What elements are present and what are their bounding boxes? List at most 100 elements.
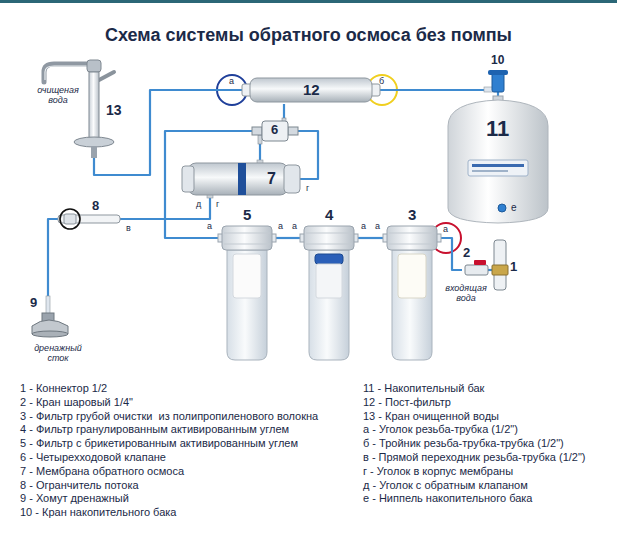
water-tube <box>48 219 58 296</box>
legend-entry: 1 - Коннектор 1/2 <box>20 382 107 395</box>
filter-housing-drawing-part <box>316 264 342 298</box>
flow-note: очищеная вода <box>32 86 84 106</box>
filter-housing-drawing-part <box>304 226 354 250</box>
fitting-letter: а <box>375 222 380 232</box>
storage-tank-drawing-part <box>472 164 524 167</box>
legend-text: г - Уголок в корпус мембраны <box>363 465 513 477</box>
water-tube <box>488 269 492 271</box>
legend-entry: 4 - Фильтр гранулированным активированны… <box>20 423 289 436</box>
fitting-letter: д <box>196 200 201 210</box>
legend-entry: 13 - Кран очищенной воды <box>363 410 499 423</box>
fitting-letter: а <box>278 222 283 232</box>
filter-housing-drawing-part <box>227 250 267 360</box>
legend-entry: 9 - Хомут дренажный <box>20 492 129 505</box>
water-tube <box>94 90 242 175</box>
faucet-drawing-part <box>87 60 101 72</box>
callout-number: 3 <box>408 206 416 223</box>
legend-text: 1 - Коннектор 1/2 <box>20 382 107 394</box>
fitting-letter: б <box>379 77 384 87</box>
callout-number: 2 <box>463 246 470 261</box>
filter-housing-drawing <box>383 206 441 362</box>
legend-text: 10 - Кран накопительного бака <box>20 506 176 518</box>
flow-restrictor-drawing-part <box>58 215 120 223</box>
water-tube <box>358 237 383 239</box>
filter-housing: 3 <box>383 206 441 362</box>
tank-valve-drawing-part <box>492 73 504 92</box>
callout-number: 4 <box>325 206 333 223</box>
ro-membrane-drawing-part <box>284 165 300 193</box>
water-tube <box>497 92 499 96</box>
filter-housing: 5 <box>218 206 276 362</box>
filter-housing-drawing <box>218 206 276 362</box>
tank-valve-drawing-part <box>488 70 508 75</box>
legend-entry: 3 - Фильтр грубой очистки из полипропиле… <box>20 410 318 423</box>
ro-membrane: 7 <box>182 160 300 198</box>
fitting-letter: в <box>126 224 131 234</box>
legend-text: 5 - Фильтр с брикетированным активирован… <box>20 437 298 449</box>
storage-tank-drawing-part <box>448 100 548 223</box>
legend-entry: 2 - Кран шаровый 1/4" <box>20 396 133 409</box>
diagram-title: Схема системы обратного осмоса без помпы <box>0 25 617 47</box>
four-way-valve-drawing-part <box>288 127 298 135</box>
filter-housing-drawing-part <box>309 250 349 360</box>
filter-housing-drawing-part <box>224 244 270 245</box>
top-bar <box>0 0 617 3</box>
legend-entry: б - Тройник резьба-трубка-трубка (1/2") <box>363 437 564 450</box>
faucet-drawing-part <box>45 66 92 80</box>
storage-tank-drawing <box>438 96 558 226</box>
water-tube <box>120 198 210 219</box>
inlet-connector-drawing <box>492 236 522 294</box>
legend-entry: 12 - Пост-фильтр <box>363 396 451 409</box>
legend-text: 3 - Фильтр грубой очистки из полипропиле… <box>20 410 318 422</box>
four-way-valve: 6 <box>252 118 298 144</box>
legend-entry: 6 - Четырехходовой клапане <box>20 451 166 464</box>
filter-housing-drawing-part <box>398 254 426 298</box>
callout-number: 7 <box>267 170 276 188</box>
filter-housing: 4 <box>300 206 358 362</box>
storage-tank: 11 <box>438 96 558 226</box>
callout-number: 13 <box>106 102 122 118</box>
drain-clamp-drawing-part <box>32 331 68 337</box>
water-tube <box>380 89 484 91</box>
legend-entry: а - Уголок резьба-трубка (1/2") <box>363 423 518 436</box>
fitting-letter: а <box>207 222 212 232</box>
legend-text: 6 - Четырехходовой клапане <box>20 451 166 463</box>
storage-tank-drawing-part <box>472 170 508 172</box>
ro-membrane-drawing-part <box>188 163 288 195</box>
storage-tank-drawing-part <box>468 160 528 176</box>
ro-membrane-drawing-part <box>182 166 194 192</box>
flow-note: входящая вода <box>441 284 491 304</box>
post-filter: 12 <box>242 76 380 104</box>
faucet-drawing-part <box>74 137 114 147</box>
filter-housing-drawing-part <box>315 254 343 264</box>
fitting-letter: г <box>306 184 309 194</box>
filter-housing-drawing-part <box>392 250 432 360</box>
flow-restrictor: 8 <box>58 200 120 228</box>
legend-text: д - Уголок с обратным клапаном <box>363 479 528 491</box>
filter-housing-drawing-part <box>389 233 435 234</box>
filter-housing-drawing <box>300 206 358 362</box>
flow-restrictor-drawing-part <box>64 214 76 224</box>
filter-housing-drawing-part <box>387 226 437 250</box>
water-tube <box>276 237 300 239</box>
ball-valve-drawing-part <box>474 260 486 265</box>
callout-number: 11 <box>486 116 509 141</box>
legend-entry: 8 - Огранчитель потока <box>20 479 139 492</box>
faucet-drawing-part <box>91 146 97 158</box>
faucet-drawing-part <box>89 72 99 138</box>
ro-membrane-drawing-part <box>238 163 246 195</box>
fitting-letter: а <box>443 225 448 235</box>
legend-entry: г - Уголок в корпус мембраны <box>363 465 513 478</box>
fitting-letter: е <box>511 202 517 213</box>
legend-text: а - Уголок резьба-трубка (1/2") <box>363 423 518 435</box>
legend-text: е - Ниппель накопительного бака <box>363 492 533 504</box>
flow-restrictor-drawing <box>58 200 120 228</box>
callout-number: 6 <box>271 123 278 138</box>
fitting-letter: а <box>361 222 366 232</box>
inlet-connector-drawing-part <box>492 265 508 275</box>
flow-restrictor-drawing-part <box>60 209 80 229</box>
legend-entry: е - Ниппель накопительного бака <box>363 492 533 505</box>
legend-text: 7 - Мембрана обратного осмоса <box>20 465 184 477</box>
water-tube <box>441 238 462 270</box>
